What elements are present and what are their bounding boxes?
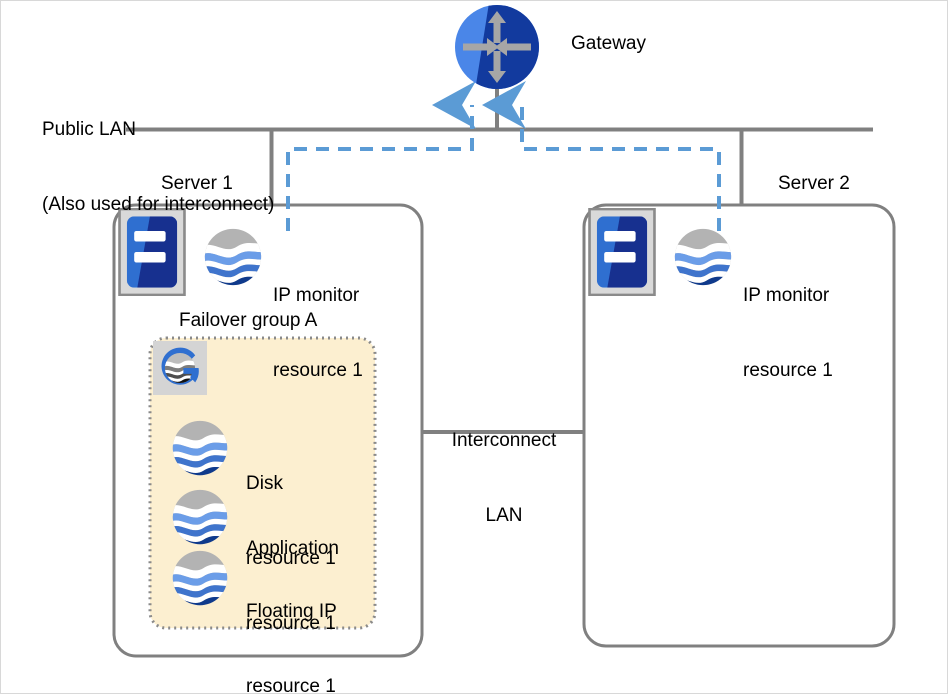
disk-resource-label-line1: Disk (246, 473, 283, 494)
floating-ip-resource-label-line2: resource 1 (246, 676, 336, 694)
gateway-label: Gateway (571, 33, 646, 54)
server2-ip-monitor-label-line2: resource 1 (743, 360, 833, 381)
server1-ip-monitor-path (286, 81, 476, 231)
failover-group-label: Failover group A (179, 310, 318, 331)
server2-ip-monitor-path (482, 81, 721, 231)
public-lan-label-line2: (Also used for interconnect) (42, 194, 275, 215)
failover-group-icon (153, 341, 207, 395)
server1-ip-monitor-label: IP monitor resource 1 (273, 233, 363, 433)
public-lan-label-line1: Public LAN (42, 119, 136, 140)
server2-box (582, 203, 896, 648)
disk-resource-label: Disk resource 1 (246, 421, 336, 621)
application-resource-label-line1: Application (246, 538, 339, 559)
gateway-icon (453, 3, 541, 91)
server1-label: Server 1 (161, 173, 233, 194)
disk-resource-label-line2: resource 1 (246, 548, 336, 569)
server2-icon (590, 209, 655, 295)
server2-ip-monitor-label: IP monitor resource 1 (743, 233, 833, 433)
application-resource-label: Application resource 1 (246, 486, 339, 686)
floating-ip-resource-label: Floating IP resource 1 (246, 549, 337, 694)
server1-ip-monitor-label-line2: resource 1 (273, 360, 363, 381)
floating-ip-resource-label-line1: Floating IP (246, 601, 337, 622)
public-lan-label: Public LAN (Also used for interconnect) (42, 67, 274, 267)
application-resource-label-line2: resource 1 (246, 613, 336, 634)
interconnect-lan-label-line1: Interconnect (451, 430, 557, 451)
interconnect-lan-label: Interconnect LAN (423, 378, 585, 578)
interconnect-lan-label-line2: LAN (485, 505, 523, 526)
server2-ip-monitor-label-line1: IP monitor (743, 285, 830, 306)
server1-ip-monitor-label-line1: IP monitor (273, 285, 360, 306)
server2-label: Server 2 (778, 173, 850, 194)
